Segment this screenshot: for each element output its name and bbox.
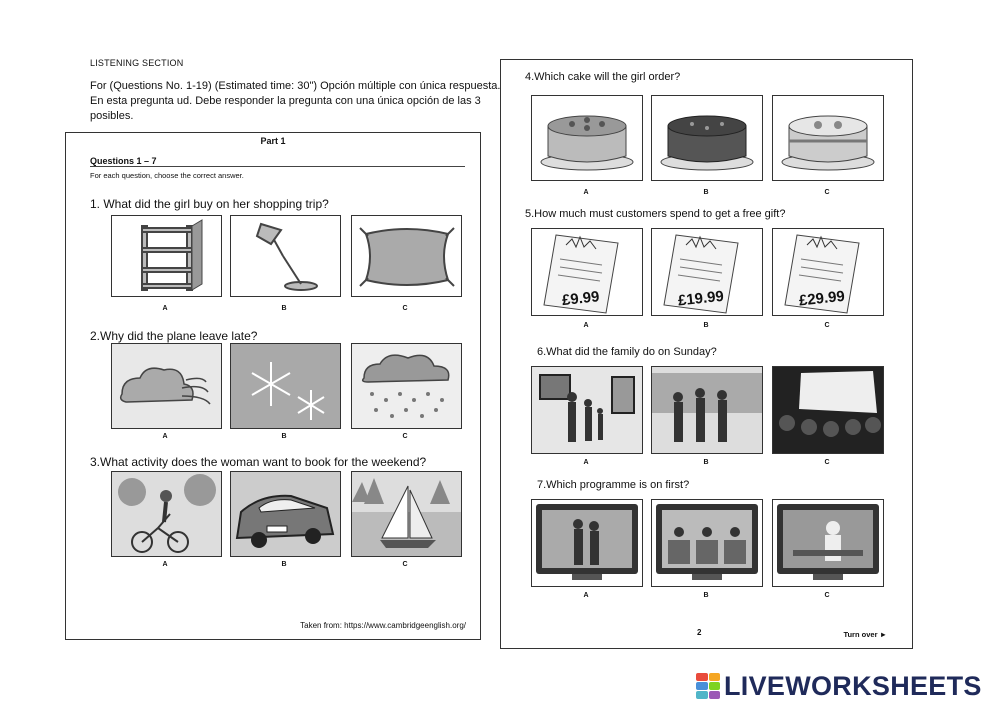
option-label-b: B [703,322,709,329]
question-7: 7.Which programme is on first? [537,479,690,491]
question-2: 2.Why did the plane leave late? [90,329,258,343]
cinema-icon[interactable] [772,366,884,454]
option-label-b: B [703,189,709,196]
receipt-price: £29.99 [798,288,845,310]
option-label-a: A [583,189,589,196]
rain-cloud-icon[interactable] [351,343,462,429]
tv-drama-icon[interactable] [531,499,643,587]
option-label-c: C [402,433,408,440]
turn-over-label: Turn over ► [843,630,887,639]
instructions-text: For (Questions No. 1-19) (Estimated time… [90,80,501,122]
divider [90,166,465,167]
sponge-cake-icon[interactable] [772,95,884,181]
liveworksheets-logo[interactable]: LIVEWORKSHEETS [696,670,982,702]
part-title: Part 1 [260,136,286,146]
tv-quiz-icon[interactable] [651,499,763,587]
option-label-a: A [162,561,168,568]
option-label-c: C [824,459,830,466]
receipt-price: £9.99 [561,288,600,309]
worksheet-page-left: Part 1 Questions 1 – 7 For each question… [65,132,481,640]
option-label-a: A [162,433,168,440]
option-label-c: C [824,592,830,599]
question-5: 5.How much must customers spend to get a… [525,208,786,220]
option-label-a: A [583,459,589,466]
logo-text: LIVEWORKSHEETS [724,670,982,701]
question-1: 1. What did the girl buy on her shopping… [90,197,329,211]
option-label-c: C [824,322,830,329]
question-4: 4.Which cake will the girl order? [525,71,681,83]
questions-range: Questions 1 – 7 [90,156,157,166]
receipt-icon[interactable]: £29.99 [772,228,884,316]
art-gallery-icon[interactable] [531,366,643,454]
cycling-icon[interactable] [111,471,222,557]
source-credit: Taken from: https://www.cambridgeenglish… [300,621,466,630]
chocolate-cake-icon[interactable] [651,95,763,181]
question-3: 3.What activity does the woman want to b… [90,455,427,469]
snowflakes-icon[interactable] [230,343,341,429]
page-number: 2 [697,628,702,637]
option-label-b: B [281,561,287,568]
option-label-a: A [583,592,589,599]
desk-lamp-icon[interactable] [230,215,341,297]
bookshelf-icon[interactable] [111,215,222,297]
option-label-b: B [281,305,287,312]
receipt-price: £19.99 [677,288,724,310]
option-label-c: C [824,189,830,196]
fruit-cake-icon[interactable] [531,95,643,181]
option-label-b: B [281,433,287,440]
receipt-icon[interactable]: £19.99 [651,228,763,316]
sailing-icon[interactable] [351,471,462,557]
option-label-a: A [583,322,589,329]
tv-cooking-icon[interactable] [772,499,884,587]
option-label-c: C [402,561,408,568]
worksheet-page-right: 4.Which cake will the girl order? A B C … [500,59,913,649]
option-label-b: B [703,459,709,466]
car-driving-icon[interactable] [230,471,341,557]
logo-icon [696,673,720,699]
museum-icon[interactable] [651,366,763,454]
receipt-icon[interactable]: £9.99 [531,228,643,316]
option-label-b: B [703,592,709,599]
wind-cloud-icon[interactable] [111,343,222,429]
section-label: LISTENING SECTION [90,58,184,68]
questions-instruction: For each question, choose the correct an… [90,171,244,180]
option-label-a: A [162,305,168,312]
option-label-c: C [402,305,408,312]
question-6: 6.What did the family do on Sunday? [537,346,717,358]
cushion-icon[interactable] [351,215,462,297]
